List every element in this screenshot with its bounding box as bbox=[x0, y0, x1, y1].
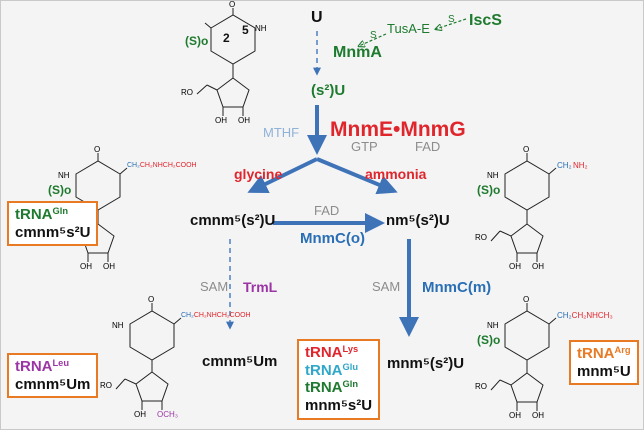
fad-middle-cofactor: FAD bbox=[314, 203, 340, 218]
arrow-branch-to-cmnm bbox=[247, 157, 318, 194]
mnm-right-oh-1: OH bbox=[509, 411, 521, 420]
trna-leu-box: tRNALeu cmnm⁵Um bbox=[7, 353, 99, 399]
uridine-top-s-label: (S)o bbox=[185, 34, 209, 48]
arrow-iscs-to-tusae bbox=[436, 18, 467, 29]
trna-gln-box: tRNAGln cmnm⁵s²U bbox=[7, 201, 99, 247]
mnmc-o-enzyme: MnmC(o) bbox=[300, 230, 365, 247]
uridine-top-oh-1: OH bbox=[215, 116, 227, 125]
mnmc-m-enzyme: MnmC(m) bbox=[422, 279, 492, 296]
trna-gln-name: tRNAGln bbox=[15, 205, 68, 223]
nm-right-oh-2: OH bbox=[532, 262, 544, 271]
mnm-right-nh: NH bbox=[487, 321, 499, 330]
nm-right-oh-1: OH bbox=[509, 262, 521, 271]
nm-structure-right bbox=[490, 153, 557, 262]
mnm-product-label: mnm⁵(s²)U bbox=[387, 355, 465, 372]
cmnmum-left-carbonyl-o: O bbox=[148, 295, 155, 304]
sulfur-label-right: S bbox=[448, 14, 455, 25]
trna-leu-name: tRNALeu bbox=[15, 357, 70, 375]
nm-right-nh: NH bbox=[487, 171, 499, 180]
uridine-top-position-2: 2 bbox=[223, 31, 230, 45]
sulfur-label-left: S bbox=[370, 30, 377, 41]
cmnmum-label: cmnm⁵Um bbox=[202, 353, 278, 370]
iscs-label: IscS bbox=[469, 12, 502, 29]
trna-arg-box: tRNAArg mnm⁵U bbox=[569, 340, 639, 386]
uridine-label: U bbox=[311, 9, 323, 26]
cmnmum-left-side-chain: CH₂CH₂NHCH₂COOH bbox=[181, 312, 251, 319]
nm-right-s-label: (S)o bbox=[477, 183, 501, 197]
cmnm-left-nh: NH bbox=[58, 171, 70, 180]
tusae-label: TusA-E bbox=[387, 21, 430, 36]
thiolated-uridine-label: (s²)U bbox=[311, 82, 346, 99]
trna-multi-box: tRNALys tRNAGlu tRNAGln mnm⁵s²U bbox=[297, 339, 381, 420]
cmnm-left-carbonyl-o: O bbox=[94, 145, 101, 154]
sam-left-cofactor: SAM bbox=[200, 279, 229, 294]
uridine-top-nh: NH bbox=[255, 24, 267, 33]
trna-arg-modification: mnm⁵U bbox=[577, 362, 631, 380]
nm-intermediate-label: nm⁵(s²)U bbox=[386, 212, 450, 229]
cmnmum-left-oh: OH bbox=[134, 410, 146, 419]
nm-right-carbonyl-o: O bbox=[523, 145, 530, 154]
fad-top-cofactor: FAD bbox=[415, 139, 441, 154]
uridine-top-oh-2: OH bbox=[238, 116, 250, 125]
gtp-cofactor: GTP bbox=[351, 139, 378, 154]
ammonia-substrate: ammonia bbox=[365, 166, 427, 182]
uridine-top-ro: RO bbox=[181, 88, 193, 97]
mnm-right-s-label: (S)o bbox=[477, 333, 501, 347]
cmnmum-left-och3: OCH₃ bbox=[157, 410, 179, 419]
uridine-top-position-5: 5 bbox=[242, 23, 249, 37]
trna-leu-modification: cmnm⁵Um bbox=[15, 375, 91, 393]
sam-right-cofactor: SAM bbox=[372, 279, 401, 294]
cmnm-left-oh-2: OH bbox=[103, 262, 115, 271]
uridine-structure-top bbox=[196, 8, 256, 116]
uridine-top-carbonyl-o: O bbox=[229, 0, 236, 9]
cmnm-left-oh-1: OH bbox=[80, 262, 92, 271]
trna-gln-modification: cmnm⁵s²U bbox=[15, 223, 91, 241]
trml-enzyme: TrmL bbox=[243, 279, 278, 295]
mnma-enzyme-label: MnmA bbox=[333, 44, 382, 61]
cmnmum-left-nh: NH bbox=[112, 321, 124, 330]
arrow-branch-to-nm bbox=[316, 157, 398, 195]
mnme-mnmg-enzyme: MnmE•MnmG bbox=[330, 118, 466, 141]
mnm-right-carbonyl-o: O bbox=[523, 295, 530, 304]
trna-multi-modification: mnm⁵s²U bbox=[305, 397, 373, 415]
glycine-substrate: glycine bbox=[234, 166, 283, 182]
mthf-cofactor: MTHF bbox=[263, 125, 300, 140]
cmnm-intermediate-label: cmnm⁵(s²)U bbox=[190, 212, 276, 229]
nm-right-side-chain-ch2: CH₂ bbox=[557, 161, 572, 170]
trna-arg-name: tRNAArg bbox=[577, 344, 631, 362]
trna-lys-name: tRNALys bbox=[305, 343, 359, 361]
cmnmum-structure-left bbox=[115, 303, 182, 410]
nm-right-ro: RO bbox=[475, 233, 487, 242]
cmnmum-left-ro: RO bbox=[100, 381, 112, 390]
mnm-right-oh-2: OH bbox=[532, 411, 544, 420]
mnm-right-side-chain: CH₂CH₂NHCH₃ bbox=[557, 311, 613, 320]
trna-glu-name: tRNAGlu bbox=[305, 361, 358, 379]
mnm-structure-right bbox=[490, 303, 557, 411]
cmnm-left-side-chain: CH₂CH₂NHCH₂COOH bbox=[127, 162, 197, 169]
nm-right-side-chain-nh2: NH₂ bbox=[573, 161, 588, 170]
cmnm-left-s-label: (S)o bbox=[48, 183, 72, 197]
trna-gln-name-2: tRNAGln bbox=[305, 379, 358, 397]
mnm-right-ro: RO bbox=[475, 382, 487, 391]
